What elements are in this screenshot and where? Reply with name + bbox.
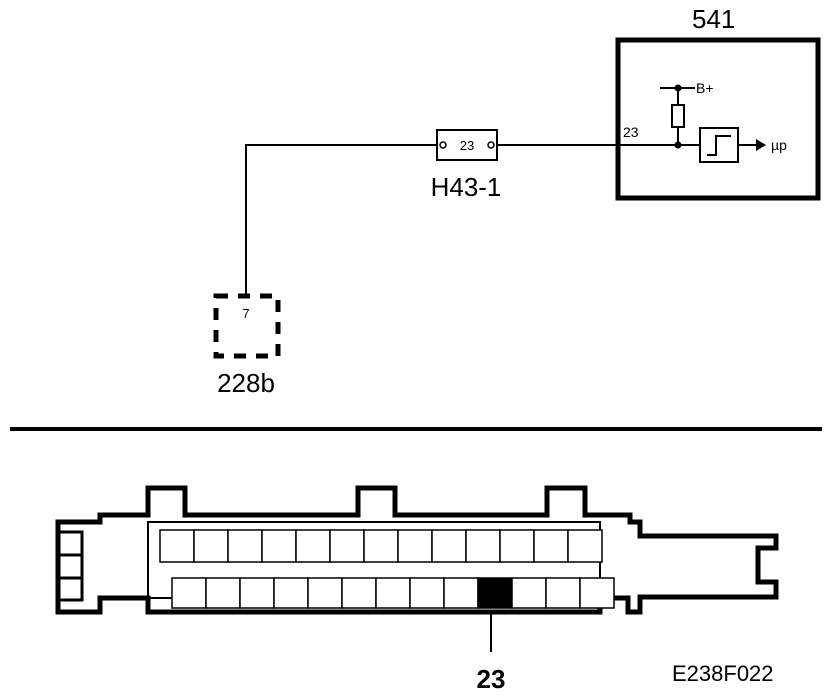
output-arrow-icon bbox=[756, 139, 766, 151]
pin-grid bbox=[159, 529, 615, 609]
connector-h43-1: 23 H43-1 bbox=[431, 129, 502, 202]
connector-label: H43-1 bbox=[431, 172, 502, 202]
component-label: 228b bbox=[217, 368, 275, 398]
pin-cavity bbox=[227, 529, 263, 563]
figure-code: E238F022 bbox=[672, 661, 774, 686]
pin-cavity bbox=[431, 529, 467, 563]
pin-cavity bbox=[239, 577, 275, 609]
pin-cavity bbox=[341, 577, 377, 609]
pin-cavity bbox=[567, 529, 603, 563]
connector-face-view: 23 bbox=[55, 485, 779, 694]
pin-cavity bbox=[193, 529, 229, 563]
pin-cavity bbox=[363, 529, 399, 563]
pin-cavity bbox=[375, 577, 411, 609]
pin-cavity bbox=[307, 577, 343, 609]
pin-cavity bbox=[205, 577, 241, 609]
connector-pin-label: 23 bbox=[460, 138, 474, 153]
pin-cavity bbox=[511, 577, 547, 609]
output-label: µp bbox=[771, 137, 787, 153]
pin-cavity bbox=[579, 577, 615, 609]
pin-cavity bbox=[409, 577, 445, 609]
supply-label: B+ bbox=[696, 80, 714, 96]
wire bbox=[245, 144, 678, 296]
pin-cavity bbox=[533, 529, 569, 563]
pin-cavity bbox=[273, 577, 309, 609]
pullup-resistor bbox=[671, 104, 685, 128]
pin-cavity bbox=[171, 577, 207, 609]
pin-cavity bbox=[443, 577, 479, 609]
pin-cavity bbox=[545, 577, 581, 609]
pin-cavity bbox=[159, 529, 195, 563]
component-pin-label: 7 bbox=[242, 306, 249, 321]
schmitt-trigger bbox=[699, 127, 739, 163]
highlighted-pin-label: 23 bbox=[477, 664, 506, 694]
pin-cavity bbox=[295, 529, 331, 563]
pin-cavity bbox=[261, 529, 297, 563]
pin-cavity bbox=[465, 529, 501, 563]
pin-cavity bbox=[397, 529, 433, 563]
control-unit-label: 541 bbox=[692, 4, 735, 34]
control-unit-pin-label: 23 bbox=[623, 124, 639, 140]
pin-cavity bbox=[329, 529, 365, 563]
pin-cavity-highlighted bbox=[477, 577, 513, 609]
component-228b: 7 228b bbox=[213, 293, 281, 398]
control-unit-541: 541 23 B+ µp bbox=[615, 4, 821, 201]
pin-cavity bbox=[499, 529, 535, 563]
